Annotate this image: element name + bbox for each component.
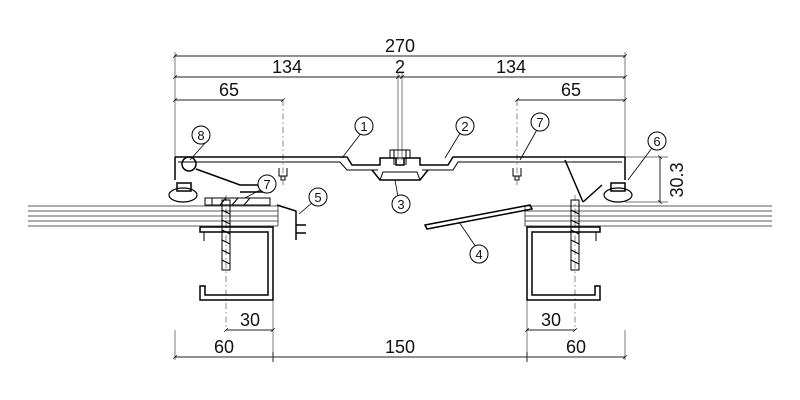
dim-left-bearing: 60 (214, 337, 234, 357)
dim-left-anchor: 30 (240, 310, 260, 330)
center-slide-bracket (371, 169, 429, 181)
callout-1-label: 1 (360, 119, 367, 134)
callout-6: 6 (647, 131, 667, 151)
callout-8-label: 8 (197, 128, 204, 143)
dim-right-bearing: 60 (566, 337, 586, 357)
dim-right-half: 134 (496, 57, 526, 77)
dim-left-bolt: 65 (219, 80, 239, 100)
callout-3-label: 3 (397, 197, 404, 212)
dim-right-bolt: 65 (561, 80, 581, 100)
callout-7-left: 7 (257, 174, 277, 194)
dim-right-anchor: 30 (541, 310, 561, 330)
right-floor-slab (524, 205, 772, 227)
dim-left-half: 134 (272, 57, 302, 77)
callout-7-right: 7 (530, 112, 550, 132)
callout-4: 4 (469, 244, 489, 264)
callout-3: 3 (391, 194, 411, 214)
callout-8: 8 (191, 125, 211, 145)
callout-1: 1 (354, 116, 374, 136)
callout-2: 2 (455, 116, 475, 136)
left-seal (168, 182, 198, 203)
dim-overall: 270 (385, 36, 415, 56)
callout-5-label: 5 (314, 190, 321, 205)
drop-plate (423, 204, 534, 230)
callout-7-right-label: 7 (536, 115, 543, 130)
dimension-lines (172, 53, 663, 362)
drip-edge (276, 204, 306, 240)
callout-7-left-label: 7 (263, 177, 270, 192)
right-seal (603, 182, 633, 203)
right-anchor-bolt (570, 199, 580, 271)
callout-2-label: 2 (461, 119, 468, 134)
left-floor-slab (28, 205, 279, 227)
callout-5: 5 (308, 187, 328, 207)
leader-lines (189, 127, 653, 248)
dim-joint-gap: 150 (385, 337, 415, 357)
callout-6-label: 6 (653, 134, 660, 149)
cover-plate (174, 149, 626, 180)
right-steel-channel (526, 226, 601, 301)
left-steel-channel (199, 226, 274, 301)
dim-height: 30.3 (667, 162, 687, 197)
screw-heads (278, 168, 522, 181)
right-bracket (564, 159, 603, 203)
dim-gap: 2 (395, 57, 405, 77)
callout-4-label: 4 (475, 247, 482, 262)
left-anchor-bolt (221, 199, 231, 271)
